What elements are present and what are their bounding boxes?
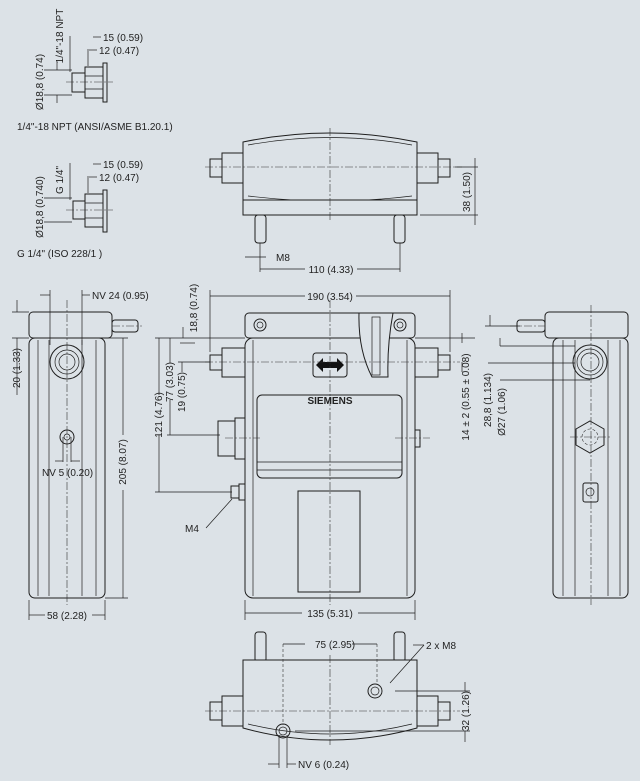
bottom-hole-spacing: 75 (2.95) <box>315 640 355 651</box>
g-diameter: Ø18,8 (0.740) <box>35 176 46 238</box>
top-view: 38 (1.50) M8 110 (4.33) <box>205 128 478 276</box>
front-bar-label: 18,8 (0.74) <box>189 284 200 332</box>
left-wrench-small: NV 5 (0.20) <box>42 468 93 479</box>
bottom-holes-label: 2 x M8 <box>426 641 456 652</box>
front-ground-label: M4 <box>185 524 199 535</box>
npt-diameter: Ø18,8 (0.74) <box>35 54 46 110</box>
right-d27: Ø27 (1.06) <box>497 388 508 436</box>
front-d121: 121 (4.76) <box>154 392 165 438</box>
top-height-label: 38 (1.50) <box>462 172 473 212</box>
right-d28: 28,8 (1.134) <box>483 373 494 427</box>
top-pin-spacing: 110 (4.33) <box>309 265 354 276</box>
left-wrench-top: NV 24 (0.95) <box>92 291 149 302</box>
npt-len-inner: 12 (0.47) <box>99 46 139 57</box>
fitting-g-detail: 15 (0.59) 12 (0.47) G 1/4" Ø18,8 (0.740)… <box>17 160 143 260</box>
front-view: SIEMENS 190 (3.54) 18,8 (0.74) 121 (4.76… <box>154 284 475 620</box>
bottom-height-label: 32 (1.26) <box>461 691 472 731</box>
front-offset-tol: 14 ± 2 (0.55 ± 0.08) <box>461 353 472 440</box>
g-len-inner: 12 (0.47) <box>99 173 139 184</box>
bottom-wrench-label: NV 6 (0.24) <box>298 760 349 771</box>
left-height-label: 205 (8.07) <box>118 439 129 485</box>
top-thread-label: M8 <box>276 253 290 264</box>
g-caption: G 1/4" (ISO 228/1 ) <box>17 249 102 260</box>
double-arrow-icon <box>316 358 344 372</box>
front-d77: 77 (3.03) <box>165 362 176 402</box>
npt-thread: 1/4"-18 NPT <box>55 9 66 64</box>
fitting-npt-detail: 15 (0.59) 12 (0.47) 1/4"-18 NPT Ø18,8 (0… <box>17 9 173 133</box>
front-width-total: 190 (3.54) <box>307 292 353 303</box>
left-offset-label: 20 (1.33) <box>12 348 23 388</box>
g-len-outer: 15 (0.59) <box>103 160 143 171</box>
left-width-label: 58 (2.28) <box>47 611 87 622</box>
front-d19: 19 (0.75) <box>177 372 188 412</box>
npt-len-outer: 15 (0.59) <box>103 33 143 44</box>
npt-caption: 1/4"-18 NPT (ANSI/ASME B1.20.1) <box>17 122 173 133</box>
right-view: 28,8 (1.134) Ø27 (1.06) <box>483 305 629 605</box>
bottom-view: 75 (2.95) 2 x M8 32 (1.26) NV 6 (0.24) <box>205 631 472 771</box>
front-body-width: 135 (5.31) <box>307 609 353 620</box>
g-thread: G 1/4" <box>55 166 66 194</box>
left-view: NV 24 (0.95) 20 (1.33) 205 (8.07) NV 5 (… <box>12 290 149 622</box>
